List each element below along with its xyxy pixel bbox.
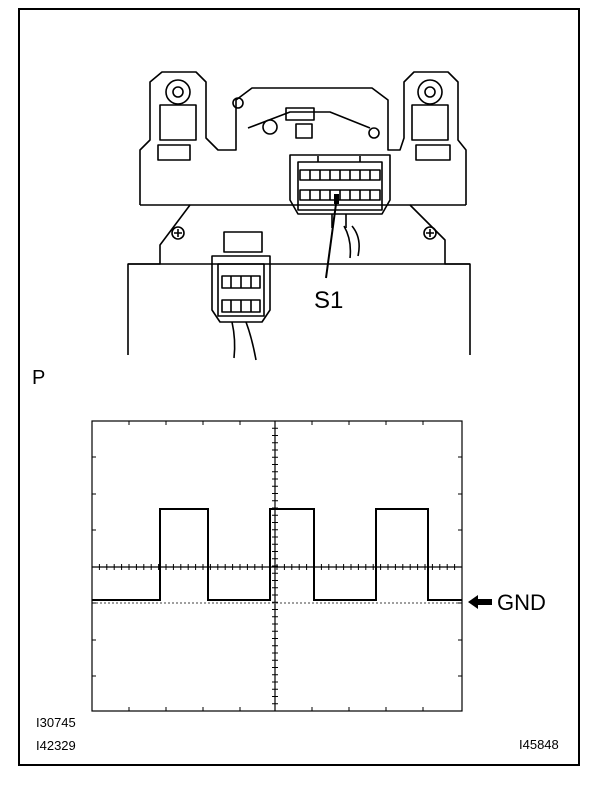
gnd-arrow-icon xyxy=(468,595,492,609)
gnd-label: GND xyxy=(497,590,546,615)
ecu-illustration xyxy=(127,71,471,361)
s1-terminal-label: S1 xyxy=(314,287,344,314)
oscilloscope-screen xyxy=(91,420,463,712)
s1-probe-line xyxy=(325,194,339,279)
figure-id-bottom-left: I42329 xyxy=(36,738,76,753)
figure-frame xyxy=(18,8,580,766)
figure-id-bottom-right: I45848 xyxy=(519,737,559,752)
square-wave-signal xyxy=(92,508,462,601)
probe-label: P xyxy=(32,367,46,389)
figure-id-top-left: I30745 xyxy=(36,715,76,730)
